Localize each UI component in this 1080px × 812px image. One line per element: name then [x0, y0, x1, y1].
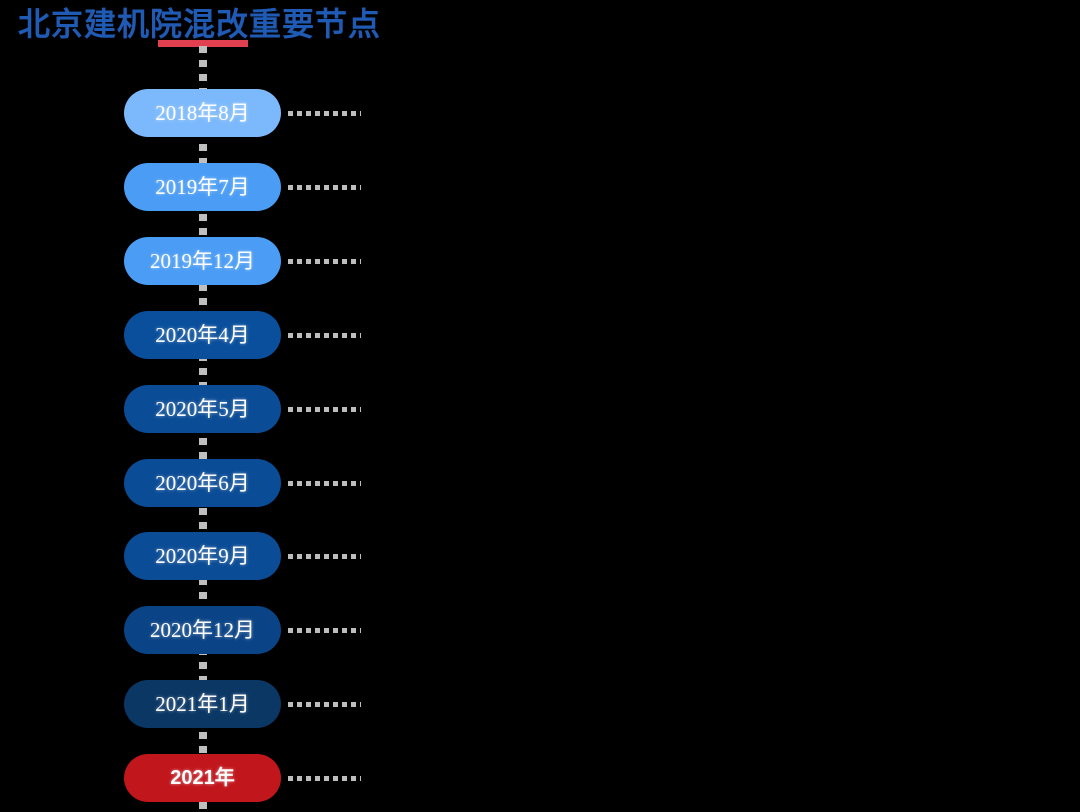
timeline-row: 2018年8月	[0, 89, 1080, 137]
timeline-row: 2020年12月	[0, 606, 1080, 654]
timeline-horizontal-dashed-connector	[288, 333, 361, 338]
timeline-milestone-label: 2020年5月	[155, 397, 250, 421]
timeline-horizontal-dashed-connector	[288, 776, 361, 781]
timeline-horizontal-dashed-connector	[288, 702, 361, 707]
page-title: 北京建机院混改重要节点	[18, 6, 382, 42]
title-underline-accent	[158, 40, 248, 47]
timeline-milestone-pill[interactable]: 2018年8月	[124, 89, 281, 137]
timeline-milestone-label: 2019年12月	[150, 249, 255, 273]
timeline-milestone-label: 2020年12月	[150, 618, 255, 642]
timeline-milestone-pill[interactable]: 2020年4月	[124, 311, 281, 359]
timeline-horizontal-dashed-connector	[288, 481, 361, 486]
timeline-milestone-pill[interactable]: 2020年9月	[124, 532, 281, 580]
timeline-horizontal-dashed-connector	[288, 185, 361, 190]
timeline-milestone-label: 2021年	[170, 767, 235, 789]
timeline-milestone-pill[interactable]: 2020年5月	[124, 385, 281, 433]
timeline-row: 2020年6月	[0, 459, 1080, 507]
timeline-milestone-label: 2018年8月	[155, 101, 250, 125]
timeline-horizontal-dashed-connector	[288, 407, 361, 412]
timeline-row: 2020年5月	[0, 385, 1080, 433]
timeline-row: 2020年9月	[0, 532, 1080, 580]
timeline-row: 2019年7月	[0, 163, 1080, 211]
timeline-milestone-label: 2019年7月	[155, 175, 250, 199]
timeline-milestone-label: 2020年4月	[155, 323, 250, 347]
timeline-row: 2021年1月	[0, 680, 1080, 728]
timeline-horizontal-dashed-connector	[288, 554, 361, 559]
timeline-milestone-pill[interactable]: 2021年	[124, 754, 281, 802]
title-block: 北京建机院混改重要节点	[0, 0, 1080, 60]
timeline-row: 2020年4月	[0, 311, 1080, 359]
timeline-milestone-label: 2021年1月	[155, 692, 250, 716]
timeline-milestone-pill[interactable]: 2020年6月	[124, 459, 281, 507]
timeline-horizontal-dashed-connector	[288, 259, 361, 264]
timeline-horizontal-dashed-connector	[288, 111, 361, 116]
timeline-milestone-label: 2020年6月	[155, 471, 250, 495]
timeline-milestone-label: 2020年9月	[155, 544, 250, 568]
timeline-row: 2019年12月	[0, 237, 1080, 285]
timeline-milestone-pill[interactable]: 2021年1月	[124, 680, 281, 728]
timeline-milestone-pill[interactable]: 2020年12月	[124, 606, 281, 654]
timeline-milestone-pill[interactable]: 2019年7月	[124, 163, 281, 211]
timeline-row: 2021年	[0, 754, 1080, 802]
timeline-milestone-pill[interactable]: 2019年12月	[124, 237, 281, 285]
timeline-horizontal-dashed-connector	[288, 628, 361, 633]
